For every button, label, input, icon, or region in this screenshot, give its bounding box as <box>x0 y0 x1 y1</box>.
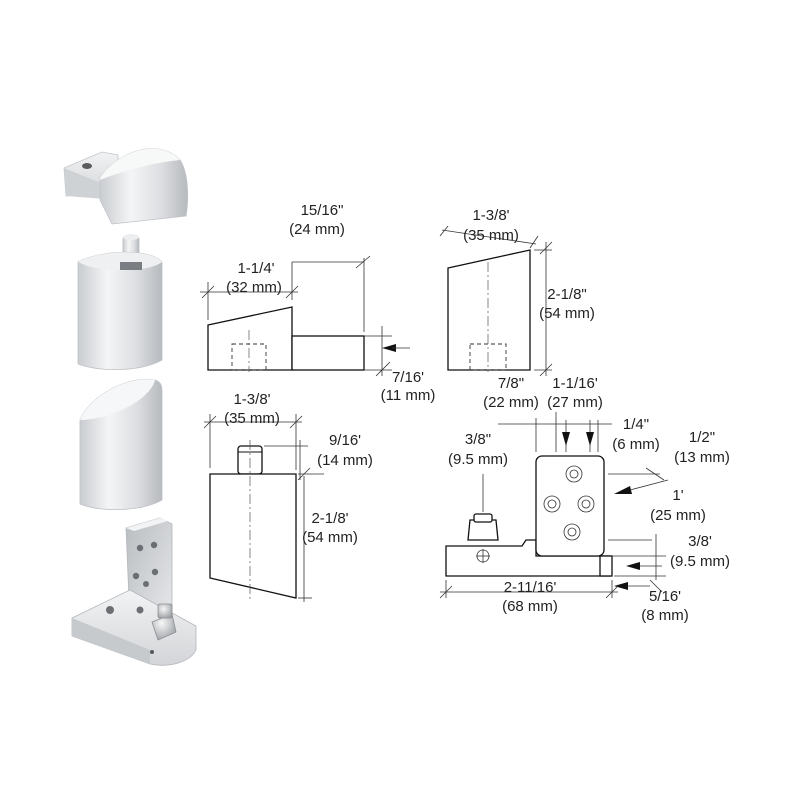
bottom-front-dim-label: 3/8' <box>688 533 712 550</box>
top-pivot-pin-photo <box>77 234 163 370</box>
bottom-front-dim-label: (13 mm) <box>674 449 730 466</box>
bottom-front-dim-label: (27 mm) <box>547 394 603 411</box>
top-front-dim-label: 2-1/8" <box>547 286 587 303</box>
bottom-pivot-cap-photo <box>79 378 163 510</box>
bottom-front-dim-label: 5/16' <box>649 588 681 605</box>
top-front-dim-label: (35 mm) <box>463 227 519 244</box>
bottom-front-dim-label: 1/2" <box>689 429 715 446</box>
bottom-side-dim-label: 2-1/8' <box>311 510 348 527</box>
top-side-dim-label: 1-1/4' <box>237 260 274 277</box>
top-pivot-side-view <box>200 255 410 377</box>
top-side-dim-label: (11 mm) <box>381 387 436 404</box>
bottom-front-dim-label: (25 mm) <box>650 507 706 524</box>
bottom-pivot-side-view <box>203 414 324 602</box>
top-side-dim-label: 7/16' <box>392 369 424 386</box>
bottom-side-dim-label: (35 mm) <box>224 410 280 427</box>
top-side-dim-label: 15/16" <box>301 202 344 219</box>
top-front-dim-label: (54 mm) <box>539 305 595 322</box>
bottom-pivot-plate-photo <box>71 517 197 666</box>
top-pivot-cap-photo <box>63 148 189 225</box>
bottom-front-dim-label: (68 mm) <box>502 598 558 615</box>
bottom-front-dim-label: 3/8" <box>465 431 491 448</box>
bottom-side-dim-label: 1-3/8' <box>233 391 270 408</box>
bottom-side-dim-label: 9/16' <box>329 432 361 449</box>
top-side-dim-label: (24 mm) <box>289 221 345 238</box>
bottom-front-dim-label: (9.5 mm) <box>448 451 508 468</box>
bottom-front-dim-label: (9.5 mm) <box>670 553 730 570</box>
bottom-front-dim-label: (8 mm) <box>641 607 689 624</box>
bottom-front-dim-label: 1/4" <box>623 416 649 433</box>
bottom-front-dim-label: 1' <box>672 487 683 504</box>
top-pivot-front-view <box>439 225 553 377</box>
bottom-front-dim-label: 2-11/16' <box>504 579 557 596</box>
bottom-pivot-front-view <box>439 412 669 599</box>
bottom-front-dim-label: 1-1/16' <box>552 375 598 392</box>
bottom-side-dim-label: (14 mm) <box>317 452 373 469</box>
bottom-side-dim-label: (54 mm) <box>302 529 358 546</box>
bottom-front-dim-label: (6 mm) <box>612 436 660 453</box>
top-side-dim-label: (32 mm) <box>226 279 282 296</box>
top-front-dim-label: 1-3/8' <box>472 207 509 224</box>
bottom-front-dim-label: 7/8" <box>498 375 524 392</box>
dimension-labels: 15/16" (24 mm) 1-1/4' (32 mm) 7/16'(11 mm) 1-… <box>224 202 730 624</box>
bottom-front-dim-label: (22 mm) <box>483 394 539 411</box>
